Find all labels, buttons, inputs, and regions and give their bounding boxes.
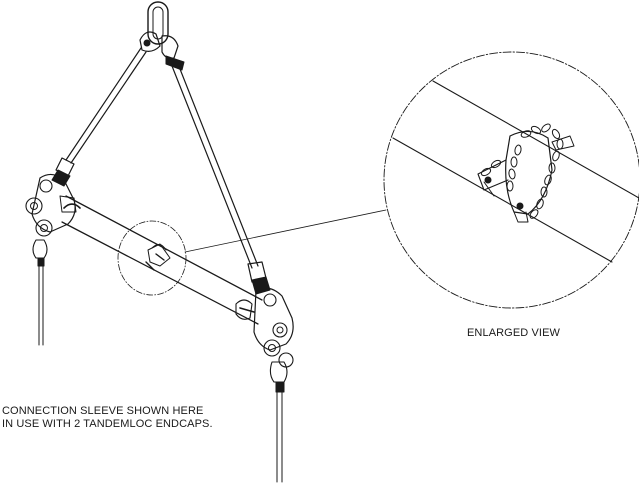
left-endcap xyxy=(25,173,81,267)
leader-line xyxy=(184,209,387,253)
spreader-pipe xyxy=(61,195,263,325)
enlarged-chain xyxy=(480,123,564,219)
right-hanging-cable xyxy=(276,391,283,483)
top-shackle xyxy=(139,31,185,71)
enlarged-pipe xyxy=(392,80,639,263)
detail-callout-circle xyxy=(117,220,187,296)
master-link xyxy=(147,1,169,45)
connection-note-line-2: IN USE WITH 2 TANDEMLOC ENDCAPS. xyxy=(2,418,213,430)
enlarged-view-circle xyxy=(383,51,639,309)
right-sling-leg xyxy=(171,63,271,295)
right-endcap xyxy=(235,287,294,393)
left-sling-leg xyxy=(51,47,147,187)
connection-note-line-1: CONNECTION SLEEVE SHOWN HERE xyxy=(2,405,204,417)
enlarged-sleeve-clamp xyxy=(477,130,575,223)
enlarged-view-label: ENLARGED VIEW xyxy=(467,327,560,339)
left-hanging-cable xyxy=(38,265,44,346)
